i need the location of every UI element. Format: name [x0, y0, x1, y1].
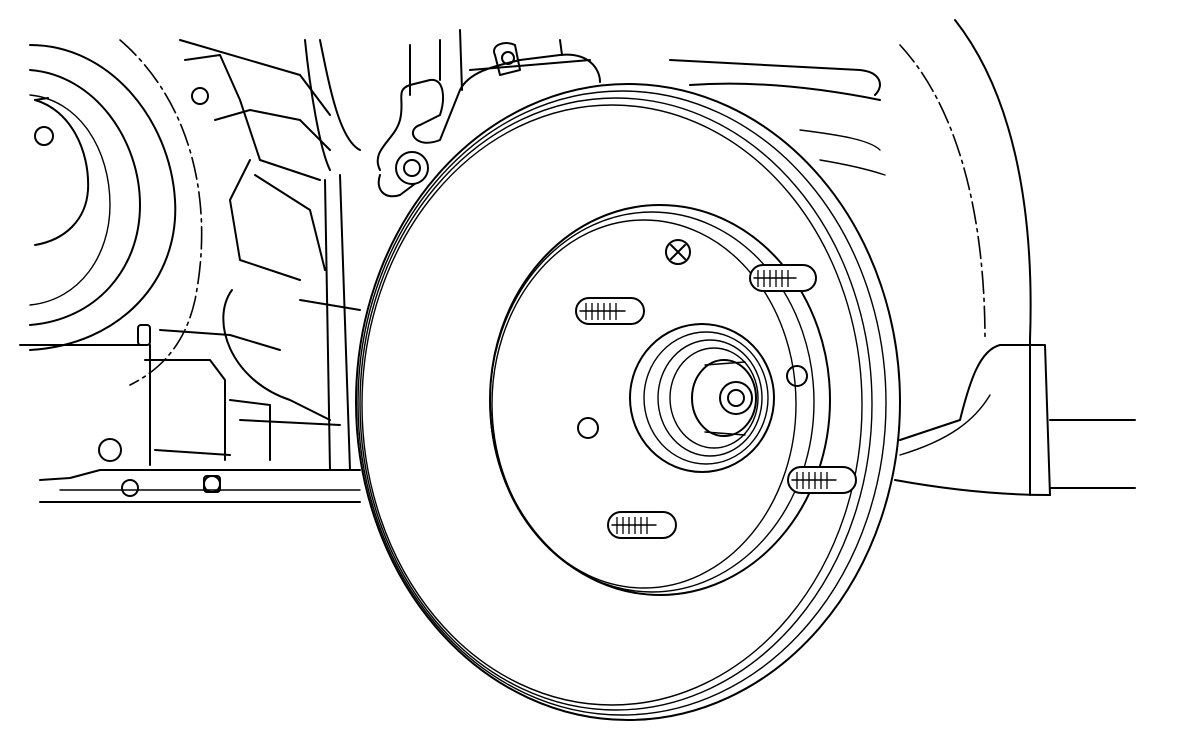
hub-stud-1 [749, 264, 817, 292]
hub-stud-4 [607, 511, 677, 539]
rotor-hole-2 [577, 417, 599, 439]
rotor-set-screw [665, 239, 691, 265]
strut-members [304, 29, 463, 471]
wheel-well [669, 19, 1136, 496]
caliper-bracket [376, 39, 601, 198]
rotor-hole-1 [786, 365, 808, 387]
left-pulley [29, 39, 203, 386]
rotor-holes [577, 239, 808, 439]
subframe-structure [19, 39, 361, 503]
hub-stud-2 [575, 297, 645, 325]
hub-stud-3 [787, 466, 857, 494]
hub-studs [575, 264, 857, 539]
wheel-hub [629, 323, 775, 473]
brake-disc-rotor [355, 83, 901, 721]
